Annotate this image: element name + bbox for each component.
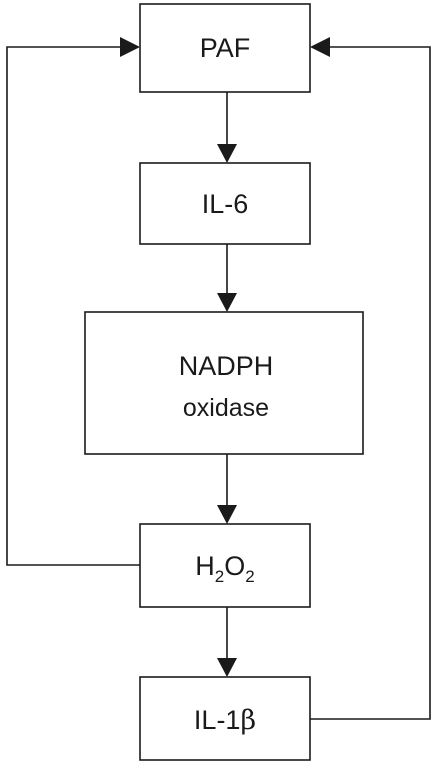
- nadph-label-line2: oxidase: [183, 394, 269, 422]
- nadph-box: [84, 311, 364, 455]
- node-il6: IL-6: [139, 162, 311, 245]
- arrowhead-nadph: [217, 293, 237, 312]
- node-nadph-oxidase: NADPH oxidase: [84, 311, 364, 455]
- node-il1b: IL-1β: [139, 676, 311, 761]
- node-paf: PAF: [139, 3, 311, 93]
- il6-box: [139, 162, 311, 245]
- il6-label: IL-6: [202, 189, 249, 219]
- h2o2-sub2: 2: [245, 567, 254, 586]
- paf-box: [139, 3, 311, 93]
- paf-label: PAF: [200, 33, 251, 63]
- h2o2-o: O: [224, 551, 245, 581]
- il1b-label: IL-1β: [194, 705, 256, 736]
- nadph-label-line1: NADPH: [179, 351, 274, 381]
- h2o2-sub1: 2: [215, 567, 224, 586]
- il1b-greek: β: [240, 705, 256, 736]
- il1b-prefix: IL-1: [194, 705, 241, 735]
- node-h2o2: H2O2: [139, 523, 311, 608]
- h2o2-label: H2O2: [195, 551, 254, 586]
- arrowhead-paf-left: [120, 37, 140, 57]
- connectors: [6, 37, 431, 720]
- feedback-il1b-to-paf: [310, 46, 431, 720]
- h2o2-h: H: [195, 551, 215, 581]
- arrowhead-il1b: [217, 658, 237, 677]
- feedback-h2o2-to-paf: [6, 46, 140, 566]
- arrowhead-h2o2: [217, 505, 237, 524]
- arrowhead-paf-right: [310, 37, 330, 57]
- arrowhead-il6: [217, 144, 237, 163]
- il1b-box: [139, 676, 311, 761]
- h2o2-box: [139, 523, 311, 608]
